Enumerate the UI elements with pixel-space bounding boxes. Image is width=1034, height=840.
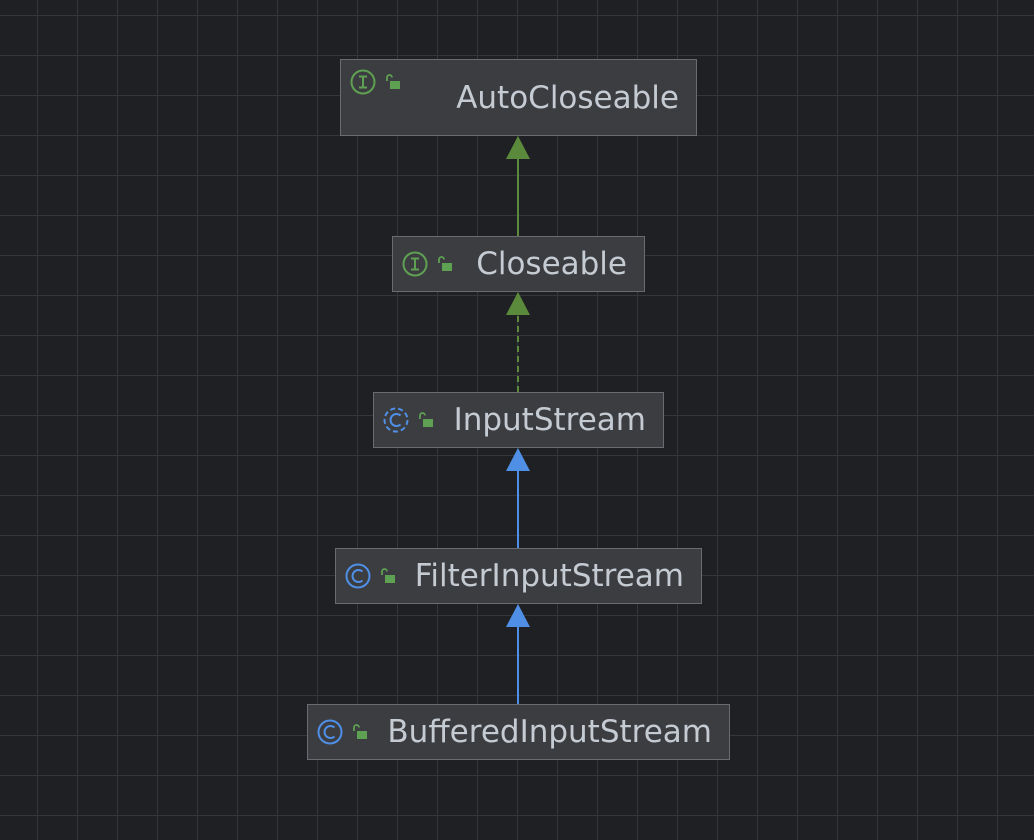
node-label: BufferedInputStream (387, 714, 712, 750)
arrowhead-closeable (506, 292, 530, 315)
node-bufferedinputstream[interactable]: BufferedInputStream (307, 704, 730, 760)
arrowhead-inputstream (506, 448, 530, 471)
interface-icon (350, 69, 376, 95)
node-label: FilterInputStream (414, 558, 684, 594)
node-autocloseable[interactable]: AutoCloseable (340, 59, 697, 136)
node-closeable[interactable]: Closeable (392, 236, 645, 292)
node-icons (316, 718, 368, 746)
public-lock-icon (381, 568, 395, 583)
node-icons (349, 68, 401, 96)
node-icons (382, 406, 434, 434)
arrowhead-autocloseable (506, 136, 530, 159)
node-icons (344, 562, 396, 590)
node-inputstream[interactable]: InputStream (373, 392, 664, 448)
class-icon (317, 719, 343, 745)
public-lock-icon (353, 724, 367, 739)
arrowhead-filterinputstream (506, 604, 530, 627)
public-lock-icon (386, 74, 400, 89)
interface-icon (402, 251, 428, 277)
public-lock-icon (419, 412, 433, 427)
node-filterinputstream[interactable]: FilterInputStream (335, 548, 702, 604)
node-icons (401, 250, 453, 278)
abstract-class-icon (383, 407, 409, 433)
node-label: Closeable (476, 246, 627, 282)
node-label: InputStream (453, 402, 646, 438)
public-lock-icon (438, 256, 452, 271)
node-label: AutoCloseable (456, 79, 679, 116)
class-icon (345, 563, 371, 589)
